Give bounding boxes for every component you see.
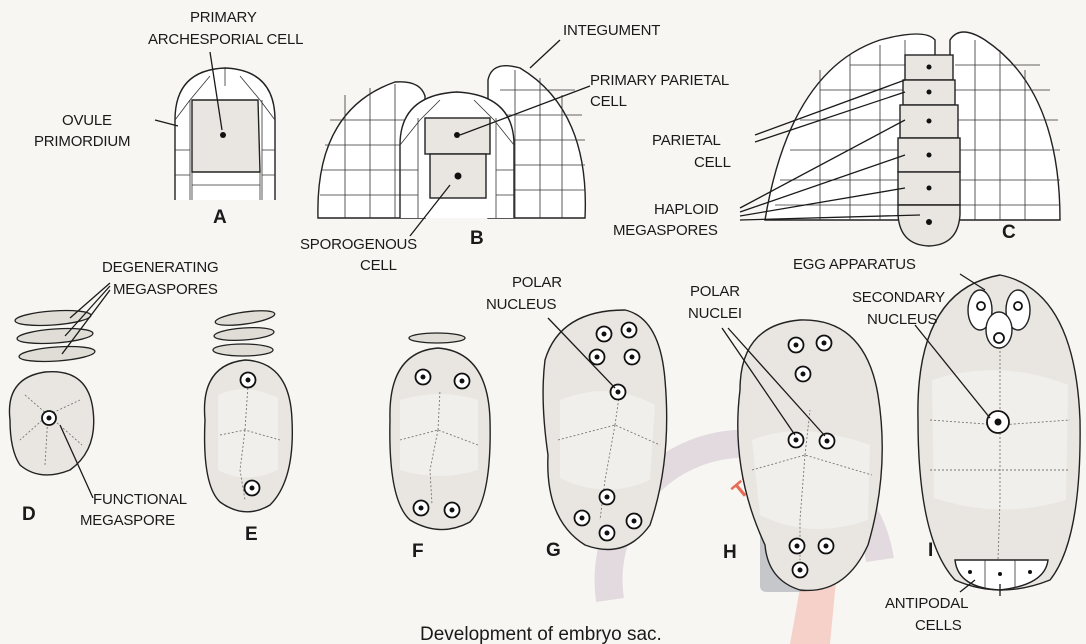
c-nucleus-4 xyxy=(927,153,932,158)
panel-label-c: C xyxy=(1002,222,1016,243)
panel-a-ovule-primordium xyxy=(175,68,275,200)
h-nucleolus-7 xyxy=(824,544,829,549)
panel-i-mature-embryo-sac xyxy=(918,275,1080,590)
e-nucleolus-bottom xyxy=(250,486,255,491)
panel-label-i: I xyxy=(928,540,933,561)
label-sporogenous-line2: CELL xyxy=(360,257,397,274)
label-polar-nucleus-line1: POLAR xyxy=(512,274,562,291)
panel-label-a: A xyxy=(213,207,227,228)
panel-label-f: F xyxy=(412,541,424,562)
label-degenerating-line2: MEGASPORES xyxy=(113,281,218,298)
label-ovule-primordium-line2: PRIMORDIUM xyxy=(34,133,130,150)
f-nucleolus-2 xyxy=(460,379,465,384)
h-nucleolus-3 xyxy=(801,372,806,377)
figure-caption: Development of embryo sac. xyxy=(420,624,662,644)
label-haploid-line1: HAPLOID xyxy=(654,201,719,218)
i-antipodal-nucleus-3 xyxy=(1028,570,1032,574)
degenerating-megaspore-2 xyxy=(17,326,94,345)
panel-f-four-nucleate xyxy=(390,333,490,530)
h-polar-nucleolus-1 xyxy=(794,438,799,443)
c-nucleus-1 xyxy=(927,65,932,70)
i-synergid-nucleus-1 xyxy=(977,302,985,310)
label-integument: INTEGUMENT xyxy=(563,22,660,39)
g-nucleolus-9 xyxy=(605,531,610,536)
label-polar-nuclei-line1: POLAR xyxy=(690,283,740,300)
label-degenerating-line1: DEGENERATING xyxy=(102,259,219,276)
label-polar-nuclei-line2: NUCLEI xyxy=(688,305,742,322)
f-nucleolus-4 xyxy=(450,508,455,513)
archesporial-nucleus xyxy=(220,132,226,138)
label-functional-line1: FUNCTIONAL xyxy=(93,491,187,508)
panel-b-ovule xyxy=(318,66,585,218)
megaspore-4 xyxy=(898,205,960,246)
label-primary-parietal-line1: PRIMARY PARIETAL xyxy=(590,72,729,89)
g-nucleolus-2 xyxy=(627,328,632,333)
d-nucleolus xyxy=(47,416,52,421)
c-nucleus-2 xyxy=(927,90,932,95)
label-primary-archesporial-line2: ARCHESPORIAL CELL xyxy=(148,31,303,48)
f-nucleolus-1 xyxy=(421,375,426,380)
i-egg-nucleus xyxy=(994,333,1004,343)
e-degenerating-2 xyxy=(214,326,275,342)
c-nucleus-6 xyxy=(926,219,932,225)
degenerating-megaspore-3 xyxy=(19,344,96,363)
label-antipodal-line2: CELLS xyxy=(915,617,962,634)
panel-label-h: H xyxy=(723,542,737,563)
primary-archesporial-cell xyxy=(192,100,260,172)
c-nucleus-3 xyxy=(927,119,932,124)
h-nucleolus-6 xyxy=(795,544,800,549)
panel-label-d: D xyxy=(22,504,36,525)
h-nucleolus-8 xyxy=(798,568,803,573)
e-degenerating-3 xyxy=(213,344,273,356)
panel-label-b: B xyxy=(470,228,484,249)
label-functional-line2: MEGASPORE xyxy=(80,512,175,529)
degenerating-megaspore-1 xyxy=(15,308,92,327)
h-polar-nucleolus-2 xyxy=(825,439,830,444)
label-primary-parietal-line2: CELL xyxy=(590,93,627,110)
e-nucleolus-top xyxy=(246,378,251,383)
panel-label-g: G xyxy=(546,540,561,561)
label-egg-apparatus: EGG APPARATUS xyxy=(793,256,916,273)
i-synergid-nucleus-2 xyxy=(1014,302,1022,310)
f-nucleolus-3 xyxy=(419,506,424,511)
parietal-nucleus xyxy=(454,132,460,138)
c-nucleus-5 xyxy=(927,186,932,191)
h-nucleolus-1 xyxy=(794,343,799,348)
f-degenerating xyxy=(409,333,465,343)
label-haploid-line2: MEGASPORES xyxy=(613,222,718,239)
g-polar-nucleolus xyxy=(616,390,621,395)
panel-e-two-nucleate xyxy=(205,308,293,512)
g-nucleolus-7 xyxy=(580,516,585,521)
g-nucleolus-1 xyxy=(602,332,607,337)
panel-h-polar-nuclei xyxy=(738,320,882,591)
label-secondary-line2: NUCLEUS xyxy=(867,311,937,328)
g-nucleolus-6 xyxy=(605,495,610,500)
label-parietal-line1: PARIETAL xyxy=(652,132,721,149)
e-degenerating-1 xyxy=(214,308,275,328)
label-polar-nucleus-line2: NUCLEUS xyxy=(486,296,556,313)
label-sporogenous-line1: SPOROGENOUS xyxy=(300,236,417,253)
panel-label-e: E xyxy=(245,524,258,545)
h-nucleolus-2 xyxy=(822,341,827,346)
label-parietal-line2: CELL xyxy=(694,154,731,171)
panel-c-ovule xyxy=(765,32,1060,246)
i-secondary-nucleolus xyxy=(995,419,1002,426)
i-antipodal-nucleus-2 xyxy=(998,572,1002,576)
sporogenous-nucleus xyxy=(455,173,462,180)
i-antipodal-nucleus-1 xyxy=(968,570,972,574)
panel-g-eight-nucleate xyxy=(543,310,667,550)
label-antipodal-line1: ANTIPODAL xyxy=(885,595,968,612)
panel-d-functional-megaspore xyxy=(9,308,95,475)
label-ovule-primordium-line1: OVULE xyxy=(62,112,112,129)
g-nucleolus-8 xyxy=(632,519,637,524)
label-primary-archesporial-line1: PRIMARY xyxy=(190,9,257,26)
g-nucleolus-3 xyxy=(595,355,600,360)
label-secondary-line1: SECONDARY xyxy=(852,289,945,306)
g-nucleolus-4 xyxy=(630,355,635,360)
